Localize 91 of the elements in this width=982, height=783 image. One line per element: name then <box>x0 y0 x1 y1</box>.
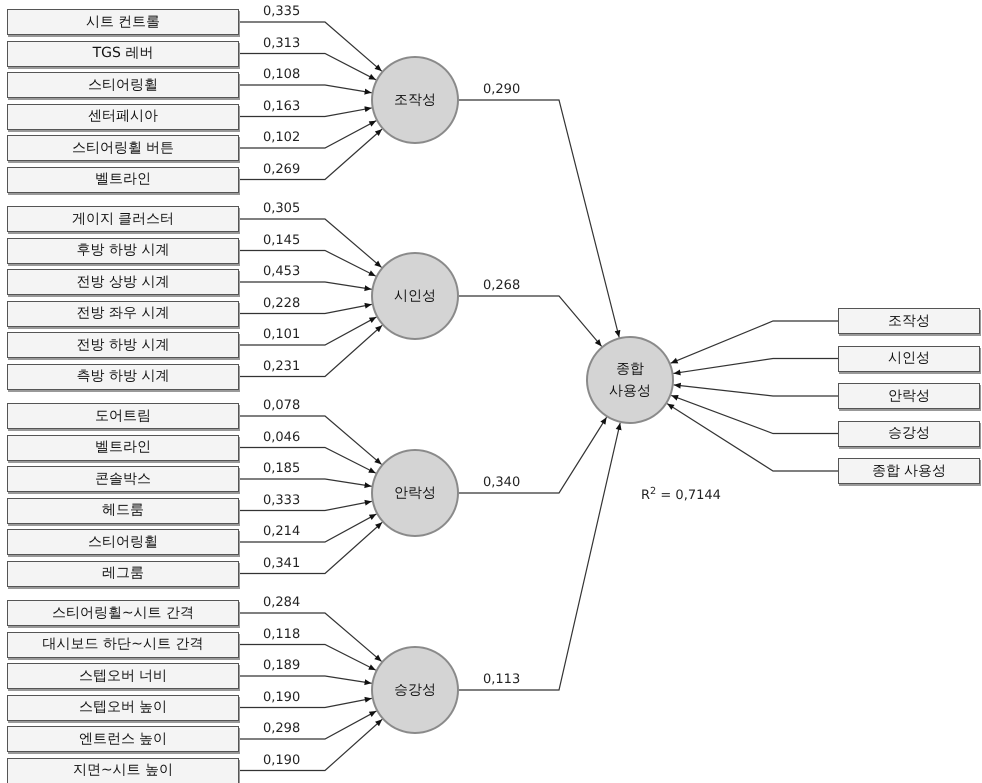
edge-label: 0,290 <box>482 83 522 96</box>
indicator-box: 조작성 <box>838 308 980 334</box>
arrow <box>239 644 376 671</box>
arrow <box>239 514 377 543</box>
indicator-box: 전방 좌우 시계 <box>7 300 239 326</box>
arrow <box>239 302 372 314</box>
edge-label: 0,189 <box>262 659 302 672</box>
indicator-box: 후방 하방 시계 <box>7 238 239 264</box>
indicator-box: 지면~시트 높이 <box>7 758 239 783</box>
indicator-box: 벨트라인 <box>7 434 239 460</box>
indicator-box: 종합 사용성 <box>838 458 980 484</box>
indicator-box: 스티어링휠 <box>7 72 239 98</box>
edge-label: 0,145 <box>262 234 302 246</box>
arrow <box>239 324 383 378</box>
indicator-box: 스티어링휠~시트 간격 <box>7 600 239 626</box>
arrow <box>239 218 382 268</box>
arrow <box>239 120 376 149</box>
arrow <box>239 696 372 708</box>
edge-label: 0,335 <box>262 5 302 18</box>
arrow <box>239 250 376 277</box>
arrow <box>239 522 383 574</box>
arrow <box>239 128 382 180</box>
edge-label: 0,046 <box>262 430 302 444</box>
arrow <box>666 403 838 472</box>
edge-label: 0,231 <box>262 360 302 372</box>
edge-label: 0,108 <box>262 68 302 81</box>
arrow <box>239 316 377 346</box>
edge-label: 0,453 <box>262 265 302 278</box>
edge-label: 0,078 <box>262 399 302 412</box>
arrow <box>239 52 376 80</box>
indicator-box: 전방 상방 시계 <box>7 269 239 295</box>
indicator-box: TGS 레버 <box>7 40 239 66</box>
indicator-box: 엔트런스 높이 <box>7 726 239 752</box>
edge-label: 0,163 <box>262 100 302 112</box>
edge-label: 0,185 <box>262 462 302 475</box>
edge-label: 0,101 <box>262 328 302 341</box>
arrow <box>459 99 620 338</box>
arrow <box>239 281 372 292</box>
edge-label: 0,305 <box>262 202 302 215</box>
indicator-box: 시트 컨트롤 <box>7 9 239 35</box>
arrow <box>671 394 838 434</box>
indicator-box: 스텝오버 높이 <box>7 694 239 720</box>
edge-label: 0,214 <box>262 525 302 538</box>
arrow <box>239 718 383 772</box>
edge-label: 0,268 <box>482 279 522 292</box>
arrow <box>670 320 838 364</box>
arrow <box>239 106 372 118</box>
edge-label: 0,313 <box>262 36 302 50</box>
edge-label: 0,113 <box>482 673 522 686</box>
arrow <box>459 295 602 347</box>
indicator-box: 전방 하방 시계 <box>7 332 239 358</box>
edge-label: 0,333 <box>262 494 302 506</box>
edge-label: 0,341 <box>262 556 302 570</box>
arrow <box>239 710 377 740</box>
indicator-box: 스티어링휠 버튼 <box>7 135 239 161</box>
indicator-box: 콘솔박스 <box>7 466 239 492</box>
arrow <box>239 612 382 662</box>
indicator-box: 측방 하방 시계 <box>7 364 239 390</box>
arrow <box>239 446 376 474</box>
arrow <box>459 416 608 494</box>
arrow <box>459 422 622 691</box>
indicator-box: 벨트라인 <box>7 166 239 192</box>
arrow <box>239 21 382 72</box>
indicator-box: 시인성 <box>838 346 980 372</box>
indicator-box: 대시보드 하단~시트 간격 <box>7 632 239 658</box>
edge-label: 0,118 <box>262 628 302 640</box>
indicator-box: 센터페시아 <box>7 104 239 130</box>
indicator-box: 승강성 <box>838 420 980 446</box>
arrow <box>239 500 372 512</box>
indicator-box: 레그룸 <box>7 560 239 586</box>
r-squared-note: R$^{2}$ = 0,7144 <box>641 486 721 505</box>
edge-label: 0,102 <box>262 131 302 144</box>
indicator-box: 게이지 클러스터 <box>7 206 239 232</box>
edge-label: 0,269 <box>262 162 302 176</box>
edge-label: 0,340 <box>482 476 522 489</box>
arrow <box>239 84 372 95</box>
indicator-box: 헤드룸 <box>7 498 239 524</box>
edge-label: 0,284 <box>262 596 302 609</box>
edge-label: 0,298 <box>262 722 302 735</box>
arrow <box>239 478 372 488</box>
indicator-box: 스텝오버 너비 <box>7 663 239 689</box>
arrow <box>673 358 838 376</box>
edge-label: 0,228 <box>262 296 302 310</box>
arrow <box>239 415 382 465</box>
indicator-box: 도어트림 <box>7 403 239 429</box>
arrow <box>674 382 838 397</box>
edge-label: 0,190 <box>262 754 302 766</box>
arrow <box>239 675 372 686</box>
edge-label: 0,190 <box>262 690 302 704</box>
indicator-box: 안락성 <box>838 383 980 409</box>
indicator-box: 스티어링휠 <box>7 529 239 555</box>
